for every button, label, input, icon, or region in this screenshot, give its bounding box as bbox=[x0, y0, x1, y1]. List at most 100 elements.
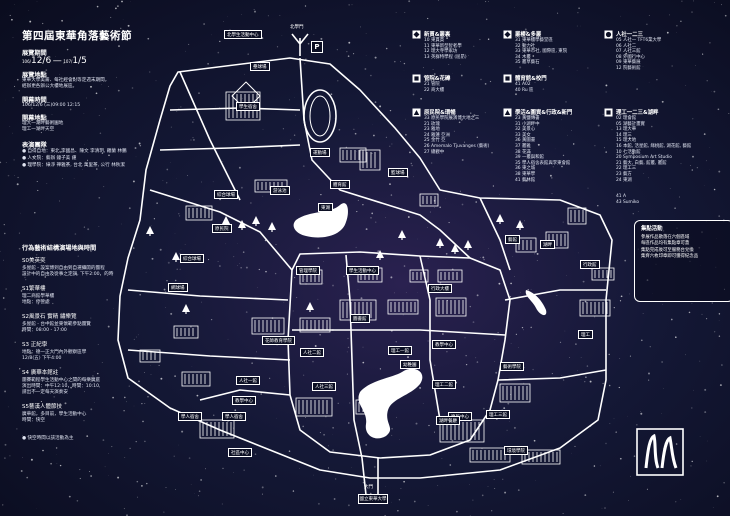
legend-group-title: 叢樓&多叢 bbox=[515, 32, 542, 38]
schedule-item-line: 設計中的自由及從事之定調, 下午2:00，的時 bbox=[22, 272, 114, 277]
east-lake-2 bbox=[525, 290, 547, 316]
legend-item: 07 人社三館 bbox=[616, 49, 641, 55]
map-area-label: 花師教育學院 bbox=[262, 336, 295, 345]
legend-group-title: 理工一二三&湖畔 bbox=[616, 110, 659, 116]
north-gate-label: 北學門 bbox=[290, 25, 304, 30]
legend-square-icon bbox=[412, 74, 421, 83]
road-east bbox=[504, 289, 606, 301]
map-area-label: 行政館 bbox=[580, 260, 600, 269]
road-east-v bbox=[419, 255, 441, 421]
legend-item: 05 湖藝計畫實 bbox=[616, 121, 645, 127]
venue-line-2: 經辦更各辦公大樓地展區。 bbox=[22, 84, 78, 89]
legend-item: 20 Symposium Art Studio bbox=[616, 155, 672, 161]
schedule-item-line: 時間：快空 bbox=[22, 418, 45, 423]
road-top-left-2 bbox=[159, 144, 301, 151]
map-area-label: 北學生活動中心 bbox=[224, 30, 262, 39]
map-area-label: 理工二館 bbox=[432, 380, 456, 389]
stamp-activity-box: 集點活動 參展作品散落在六個區域 每區作品均有集點章可蓋 集點完成後可至服務台兌… bbox=[634, 220, 730, 302]
map-area-label: 學生活動中心 bbox=[346, 266, 379, 275]
legend-item: 15 理大地 bbox=[616, 138, 637, 144]
east-lake bbox=[293, 203, 348, 238]
opening-heading: 開幕時間 bbox=[22, 97, 47, 104]
map-area-label: 學人宿舍 bbox=[222, 412, 246, 421]
opening-time: 106/12/6 (三)09:00 12:15 bbox=[22, 103, 81, 108]
opening-place-heading: 開幕地點 bbox=[22, 115, 47, 122]
legend-item: 11 東華新型智者學 bbox=[424, 43, 462, 49]
legend-square-icon bbox=[604, 108, 613, 117]
map-area-label: 人社三館 bbox=[312, 382, 336, 391]
schedule-item-line: 地點：停營處 bbox=[22, 300, 50, 305]
map-area-label: 網球場 bbox=[168, 283, 188, 292]
legend-item: 23 黃鹽傳書 bbox=[515, 116, 540, 121]
legend-item: 37 叢雅 bbox=[515, 143, 531, 149]
map-area-label: 藝術學院 bbox=[500, 362, 524, 371]
map-area-label: 學人宿舍 bbox=[178, 412, 202, 421]
legend-item: 36 東之城 bbox=[515, 166, 536, 172]
map-area-label: 理工 bbox=[578, 330, 593, 339]
schedule-item-title: S2風景石 實精 繡樂覽 bbox=[22, 314, 77, 320]
map-area-label: 藝館 bbox=[505, 235, 520, 244]
running-track bbox=[303, 89, 337, 143]
schedule-heading: 行為藝術結構演場地與時間 bbox=[22, 245, 97, 252]
legend-item: 33 美女 bbox=[515, 132, 531, 138]
poster-title: 第四屆東華角落藝術節 bbox=[22, 30, 132, 42]
road-top-left bbox=[169, 107, 301, 111]
tour-line-1: ● 自得自地：東北 李國昌、陳文 李清玥, 羅蘭 林鵬 bbox=[22, 149, 127, 154]
legend-item: 27 總觀中 bbox=[424, 149, 445, 155]
schedule-item-title: S4 廣華本館註 bbox=[22, 370, 59, 376]
map-area-label: 游泳池 bbox=[270, 186, 290, 195]
legend-item: 22 商大樓 bbox=[424, 87, 445, 93]
legend-group-title: 體育館&校門 bbox=[515, 76, 547, 82]
map-area-label: 幼稚園 bbox=[400, 360, 420, 369]
schedule-item-title: S3 正紀學 bbox=[22, 342, 48, 348]
stamp-line-4: 集齊六枚印章即可獲得紀念品 bbox=[641, 253, 699, 259]
schedule-item-line: 時間：08:00 - 17:00 bbox=[22, 328, 67, 333]
legend-item: 13 英群特學程 (屈昂) bbox=[424, 54, 467, 60]
stamp-line-2: 每區作品均有集點章可蓋 bbox=[641, 241, 690, 247]
legend-diamond-icon bbox=[412, 30, 421, 39]
period-heading: 展覽期間 bbox=[22, 50, 47, 57]
schedule-item-line: 廣華館，多目前，學生活動中心 bbox=[22, 412, 87, 417]
main-gate-label: 大門 bbox=[364, 485, 373, 490]
map-area-label: 行政大樓 bbox=[428, 284, 452, 293]
map-area-label: 教學中心 bbox=[432, 340, 456, 349]
map-area-label: 籃球場 bbox=[388, 168, 408, 177]
legend-item: 21 管院 bbox=[424, 82, 440, 87]
stamp-activity-title: 集點活動 bbox=[641, 226, 663, 232]
road-mid bbox=[127, 289, 289, 301]
legend-triangle-icon bbox=[412, 108, 421, 117]
legend-item: 40 Ru 區 bbox=[515, 87, 534, 93]
schedule-item-line: 演出時間：中午12:10，時間：10:10, bbox=[22, 384, 101, 389]
legend-item: 26 Amemalo Tjuvanges (藝術) bbox=[424, 143, 490, 149]
legend-item: 41 A02 bbox=[515, 82, 531, 87]
opening-place-1: 理大一湖畔藝術園地 bbox=[22, 121, 64, 126]
schedule-item-line: 地點：德一正大門內外觀察區學 bbox=[22, 350, 87, 355]
legend-group-title: 學活&圖資&行政&新門 bbox=[515, 110, 573, 116]
legend-item: 24 東湖 bbox=[616, 177, 632, 183]
map-area-label: 理工一館 bbox=[388, 346, 412, 355]
date-start-prefix: 106/ bbox=[22, 59, 31, 64]
legend-item: 38 花滿 bbox=[515, 149, 531, 155]
map-area-label: 湖畔 bbox=[540, 240, 555, 249]
opening-place-2: 理工一湖畔天空 bbox=[22, 127, 55, 132]
map-area-label: 社區中心 bbox=[228, 448, 252, 457]
legend-item: 06 人社二 bbox=[616, 43, 637, 49]
road-ne bbox=[479, 197, 511, 271]
tour-line-2: ● 人文院：藝辦 鐘子美 鍾 bbox=[22, 156, 77, 161]
legend-item: 14 理三 bbox=[616, 132, 632, 138]
legend-item: 12 院藝術館 bbox=[616, 65, 641, 71]
road-south bbox=[199, 389, 291, 401]
legend-triangle-icon bbox=[503, 108, 512, 117]
legend-item: 33 東華市社, 國際區, 東院 bbox=[515, 49, 568, 55]
legend-circle-icon bbox=[604, 30, 613, 39]
legend-item: 10 東貫貫 bbox=[424, 38, 445, 43]
legend-item: 35 學人宿舍表館與李東會館 bbox=[515, 160, 571, 166]
inner-loop-road bbox=[287, 251, 511, 459]
road-east-2 bbox=[497, 369, 607, 381]
venue-line-1: 東華大學美崙、每社經會對等定週末期間， bbox=[22, 78, 110, 83]
tour-heading: 表演團隊 bbox=[22, 142, 47, 149]
